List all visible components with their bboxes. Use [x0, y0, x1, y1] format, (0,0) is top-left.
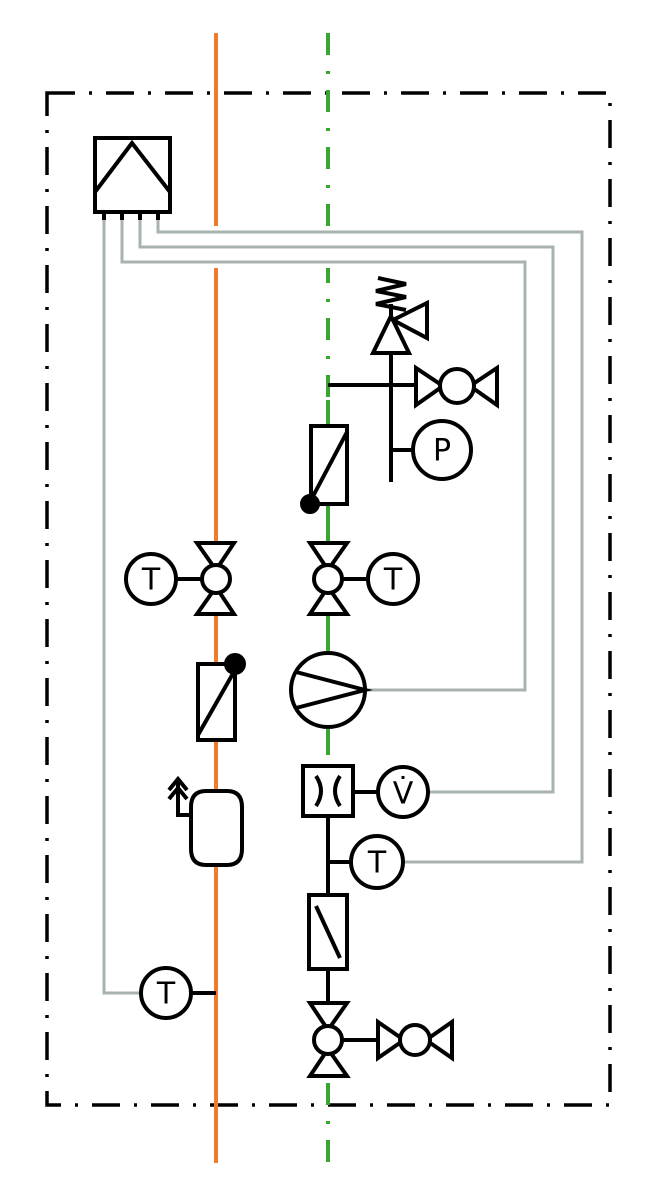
pressure-label: P [433, 434, 451, 469]
temperature-sensor-icon [328, 834, 405, 890]
wire-gap-redraw [122, 230, 582, 264]
temperature-label: T [141, 563, 161, 598]
flow-meter-icon [301, 764, 430, 819]
temperature-sensor-icon [366, 552, 420, 606]
branch-pipe [328, 353, 416, 482]
temperature-sensor-icon [139, 966, 216, 1020]
flow-label: V̇ [393, 776, 414, 811]
three-way-valve-icon [306, 541, 368, 616]
gate-valve-icon [376, 1018, 454, 1062]
heat-meter-icon [196, 653, 246, 742]
temperature-label: T [156, 977, 176, 1012]
temperature-label: T [367, 846, 387, 881]
safety-valve-icon [369, 276, 429, 355]
strainer-icon [307, 893, 349, 971]
pump-icon [289, 651, 373, 729]
pressure-gauge-icon [411, 419, 473, 481]
three-way-valve-icon [176, 541, 238, 616]
controller-icon [93, 136, 172, 220]
signal-wires [102, 212, 584, 995]
three-way-valve-icon [306, 1001, 378, 1078]
expansion-vessel-icon [167, 775, 244, 867]
heat-meter-icon [300, 424, 349, 514]
gate-valve-icon [414, 364, 499, 409]
temperature-label: T [383, 563, 403, 598]
temperature-sensor-icon [124, 552, 178, 606]
